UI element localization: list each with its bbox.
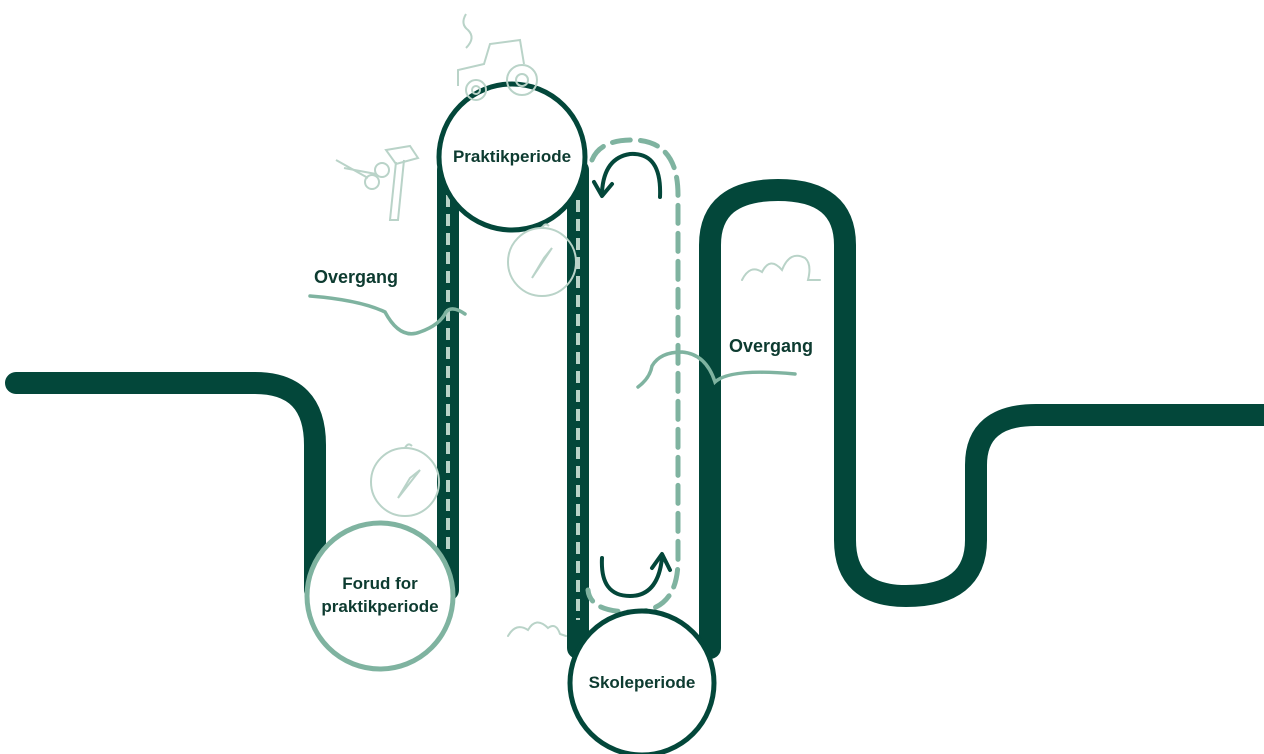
praktikperiode-node <box>436 81 588 233</box>
hammer-icon <box>384 144 420 221</box>
cycle-loop-dashed <box>585 137 681 615</box>
skoleperiode-label: Skoleperiode <box>589 673 696 692</box>
tractor-icon <box>457 13 538 101</box>
transition-wave-left <box>308 294 467 336</box>
overgang-label-right: Overgang <box>729 336 813 356</box>
forud-node <box>304 520 456 672</box>
scissors-icon <box>335 159 390 190</box>
overgang-label-left: Overgang <box>314 267 398 287</box>
cloud-icon <box>741 254 821 281</box>
forud-label-line1: Forud for <box>342 574 418 593</box>
cycle-arrow-icon <box>592 151 663 199</box>
forud-label-line2: praktikperiode <box>321 597 438 616</box>
cycle-arrow-icon <box>599 552 672 598</box>
main-path <box>5 159 1264 659</box>
skoleperiode-node <box>567 608 717 754</box>
transition-wave-right <box>636 350 797 389</box>
praktikperiode-label: Praktikperiode <box>453 147 571 166</box>
compass-icon <box>370 443 440 517</box>
compass-icon <box>507 223 577 297</box>
cloud-icon <box>507 621 567 637</box>
